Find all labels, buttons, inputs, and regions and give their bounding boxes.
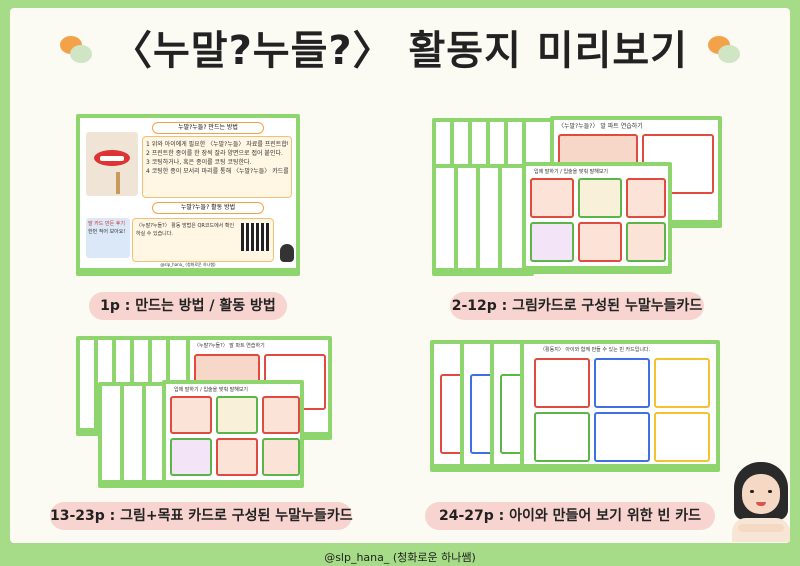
sticker-note: 말 카드 만든 후기 한번 적어 보아요! xyxy=(86,218,130,258)
blank-card-red xyxy=(534,358,590,408)
sticker-line-2: 한번 적어 보아요! xyxy=(88,229,126,235)
back-slide-heading: 〈누말?누들?〉 말 파트 연습하기 xyxy=(194,343,265,349)
front-slide-heading: 입에 말하기 / 입술을 맞춰 말해보기 xyxy=(534,169,609,175)
blank-slide-heading: 〈활동지〉 아이와 함께 만들 수 있는 빈 카드입니다. xyxy=(540,347,651,353)
activity-text: 〈누말?누들?〉 활동 방법은 QR코드에서 확인 하실 수 있습니다. xyxy=(136,223,235,237)
front-slide-heading: 입에 말하기 / 입술을 맞춰 말해보기 xyxy=(174,387,249,393)
blank-card-green xyxy=(534,412,590,462)
avatar-mini-icon xyxy=(280,244,294,262)
page-title: 〈누말?누들?〉 활동지 미리보기 xyxy=(111,28,689,74)
steps-box: 1 위와 아이에게 필요한 〈누말?누들〉 자료를 프린트합니다. 2 프린트한… xyxy=(142,136,292,198)
panel-2-caption: 2-12p : 그림카드로 구성된 누말누들카드 xyxy=(450,292,704,320)
panel-1-preview: 누말?누들? 만드는 방법 1 위와 아이에게 필요한 〈누말?누들〉 자료를 … xyxy=(76,114,300,276)
step-2: 2 프린트한 종이를 한 장씩 잘라 양면으로 접어 붙인다. xyxy=(146,150,283,157)
snail-card xyxy=(216,396,258,434)
slide-blank-cards: 〈활동지〉 아이와 함께 만들 수 있는 빈 카드입니다. xyxy=(520,340,720,472)
blank-card-yellow xyxy=(654,358,710,408)
footer-credit: @slp_hana_ (청화로운 하나쌤) xyxy=(324,551,476,564)
panel-3-caption: 13-23p : 그림+목표 카드로 구성된 누말누들카드 xyxy=(50,502,353,530)
slide-credit: @slp_hana_ (청화로운 하나쌤) xyxy=(160,262,216,267)
teacher-avatar xyxy=(728,460,794,542)
speech-bubble-left-icon xyxy=(60,36,94,64)
speech-bubble-right-icon xyxy=(708,36,742,64)
panel-2-preview: 〈누말?누들?〉 말 파트 연습하기 입에 말하기 / 입술을 맞춰 말해보기 xyxy=(432,114,722,276)
face-card xyxy=(262,396,300,434)
panel-4-preview: 〈활동지〉 아이와 함께 만들 수 있는 빈 카드입니다. xyxy=(430,340,720,472)
sticker-line-1: 말 카드 만든 후기 xyxy=(88,221,125,227)
slide-how-to-make: 누말?누들? 만드는 방법 1 위와 아이에게 필요한 〈누말?누들〉 자료를 … xyxy=(76,114,300,276)
panel-1-caption: 1p : 만드는 방법 / 활동 방법 xyxy=(89,292,287,320)
make-heading: 누말?누들? 만드는 방법 xyxy=(152,122,264,134)
step-1: 1 위와 아이에게 필요한 〈누말?누들〉 자료를 프린트합니다. xyxy=(146,141,288,148)
step-4: 4 코팅한 종이 모서리 마리를 통해 〈누말?누들〉 카드를 완성한다. xyxy=(146,168,288,175)
blank-card-blue xyxy=(594,358,650,408)
activity-box: 〈누말?누들?〉 활동 방법은 QR코드에서 확인 하실 수 있습니다. xyxy=(132,218,274,262)
panel-3-preview: 〈누말?누들?〉 말 파트 연습하기 입에 말하기 / 입술을 맞춰 말해보기 xyxy=(76,336,332,488)
face-card xyxy=(626,178,666,218)
slide-front-cards: 입에 말하기 / 입술을 맞춰 말해보기 xyxy=(522,162,672,274)
activity-heading: 누말?누들? 활동 방법 xyxy=(152,202,264,214)
back-slide-heading: 〈누말?누들?〉 말 파트 연습하기 xyxy=(558,123,643,130)
snail-card xyxy=(578,178,622,218)
qr-code-icon xyxy=(241,223,269,251)
lips-card xyxy=(170,396,212,434)
slide-front-cards: 입에 말하기 / 입술을 맞춰 말해보기 xyxy=(162,380,304,488)
step-3: 3 코팅하거나, 혹은 종이를 코팅 코팅한다. xyxy=(146,159,252,166)
lips-card xyxy=(530,178,574,218)
photo-thumbnail xyxy=(86,132,138,196)
panel-4-caption: 24-27p : 아이와 만들어 보기 위한 빈 카드 xyxy=(425,502,715,530)
